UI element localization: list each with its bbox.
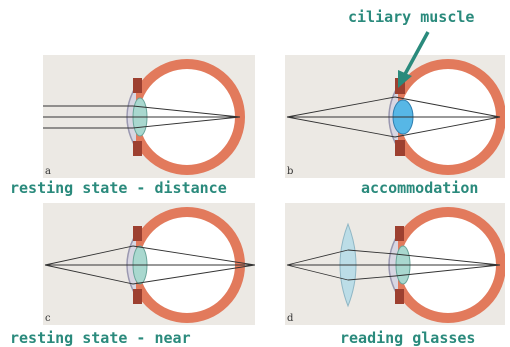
panel-letter-b: b — [287, 166, 294, 177]
ciliary-muscle-arrow — [398, 31, 430, 88]
light-rays-parallel — [43, 105, 241, 129]
light-rays-near-unfocused — [44, 245, 255, 285]
panel-b-eye — [286, 59, 505, 175]
light-rays-corrected — [286, 249, 501, 281]
panel-letter-d: d — [287, 313, 294, 324]
caption-accommodation: accommodation — [361, 179, 479, 197]
caption-resting-distance: resting state - distance — [10, 179, 227, 197]
panel-letter-c: c — [45, 313, 51, 324]
panel-a-eye — [43, 59, 245, 175]
panel-c-eye — [44, 207, 255, 323]
panel-d-eye — [286, 207, 505, 323]
ciliary-muscle-label: ciliary muscle — [348, 8, 475, 26]
light-rays-diverging — [286, 96, 501, 138]
panel-letter-a: a — [45, 166, 51, 177]
caption-resting-near: resting state - near — [10, 329, 191, 347]
caption-reading-glasses: reading glasses — [340, 329, 476, 347]
